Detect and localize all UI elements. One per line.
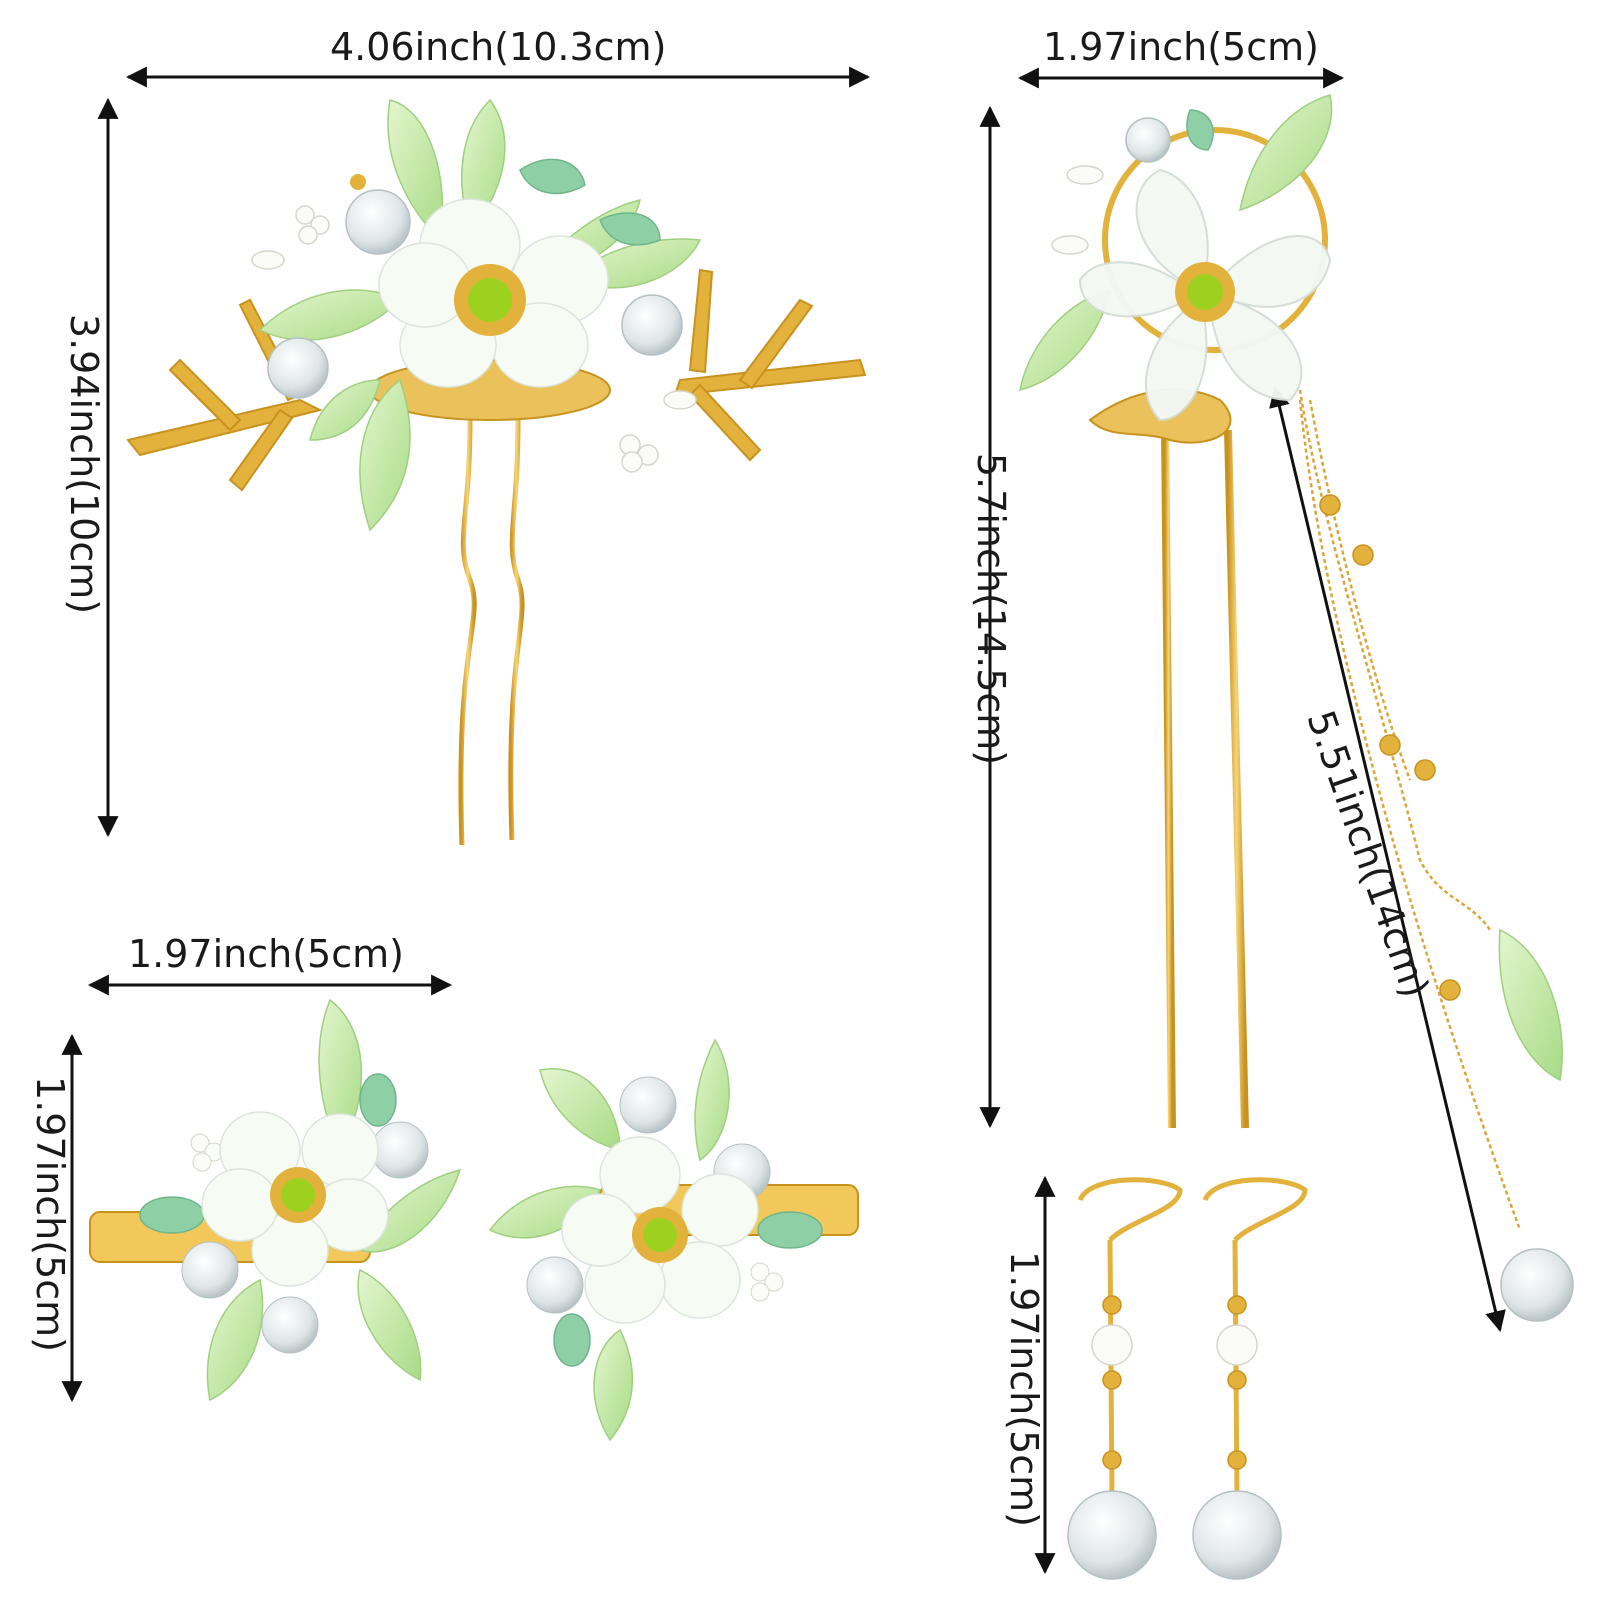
label-earring-height: 1.97inch(5cm) xyxy=(1001,1251,1046,1527)
label-hairpin-height: 3.94inch(10cm) xyxy=(62,313,107,615)
arrow-tassel-length xyxy=(1269,385,1506,1333)
label-clip-width: 1.97inch(5cm) xyxy=(128,932,404,976)
hair-stick-tassel-illustration xyxy=(1019,94,1574,1322)
dimension-arrows xyxy=(61,66,1506,1575)
label-hairpin-width: 4.06inch(10.3cm) xyxy=(330,25,667,69)
label-clip-height: 1.97inch(5cm) xyxy=(27,1076,72,1352)
flower-hairpin-illustration xyxy=(126,98,867,846)
label-stick-height: 5.7inch(14.5cm) xyxy=(969,452,1014,766)
flower-hair-clips-illustration xyxy=(89,998,859,1442)
clip-on-earrings-illustration xyxy=(1067,1177,1308,1580)
label-stick-width: 1.97inch(5cm) xyxy=(1043,25,1319,69)
